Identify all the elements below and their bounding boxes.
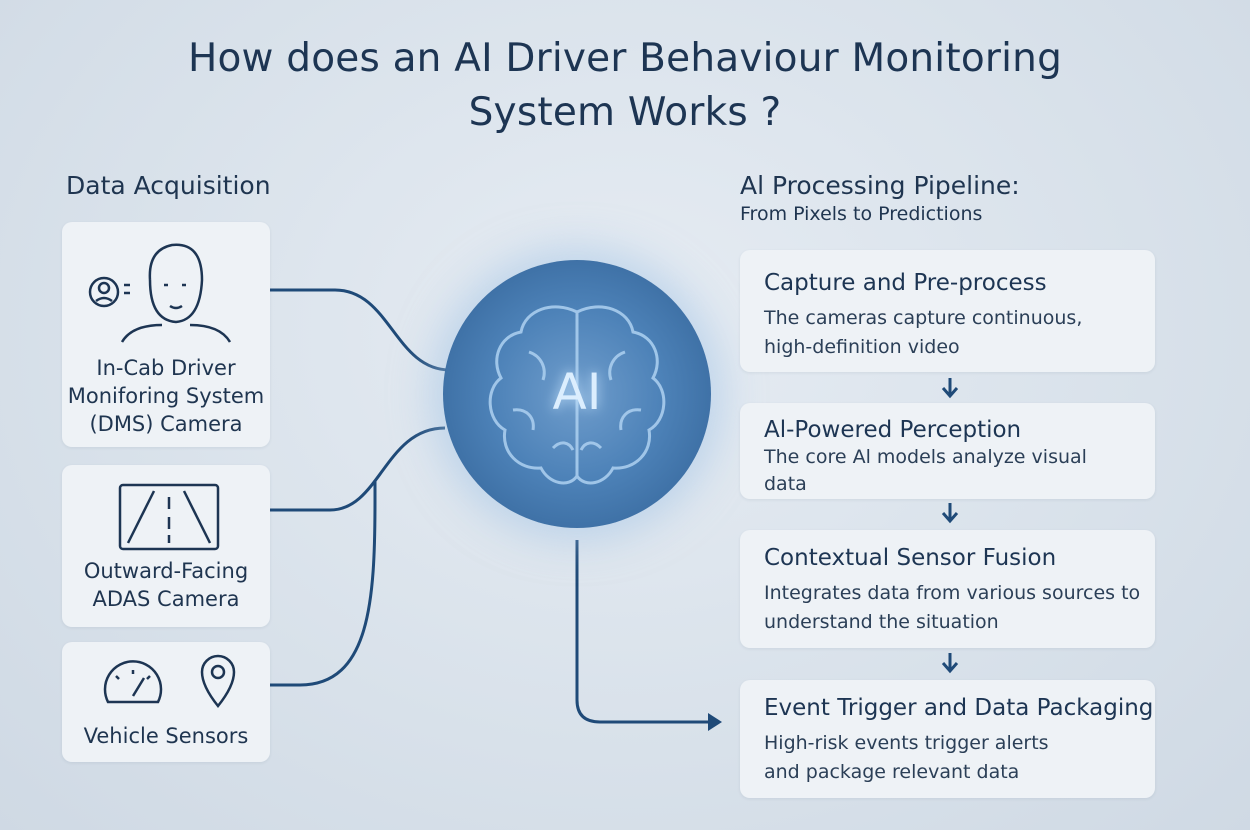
road-camera-icon — [118, 483, 220, 551]
source-label-adas: Outward-Facing ADAS Camera — [83, 559, 249, 611]
source-card-dms: In-Cab Driver Moniforing System (DMS) Ca… — [62, 222, 270, 447]
step-desc-event-trigger: High-risk events trigger alerts and pack… — [764, 732, 1049, 783]
speedometer-location-icon — [103, 654, 236, 709]
pipeline-step-sensor-fusion: Contextual Sensor Fusion Integrates data… — [740, 530, 1155, 648]
step-desc-perception: The core Al models analyze visual data — [764, 446, 1087, 495]
brain-icon — [488, 305, 666, 485]
ai-core-label: AI — [552, 363, 602, 421]
source-label-dms: In-Cab Driver Moniforing System (DMS) Ca… — [67, 356, 265, 436]
connector-dms-to-ai — [270, 288, 451, 372]
driver-face-camera-icon — [88, 243, 232, 343]
pipeline-heading: Al Processing Pipeline: — [740, 171, 1020, 200]
pipeline-arrows — [941, 378, 959, 674]
ai-core-orb: AI — [443, 260, 711, 528]
source-card-adas: Outward-Facing ADAS Camera — [62, 465, 270, 627]
pipeline-step-event-trigger: Event Trigger and Data Packaging High-ri… — [740, 680, 1155, 798]
step-title-event-trigger: Event Trigger and Data Packaging — [764, 695, 1154, 721]
source-card-vehicle-sensors: Vehicle Sensors — [62, 642, 270, 762]
connector-sensors-to-ai — [270, 480, 377, 687]
connector-ai-to-event — [575, 540, 712, 724]
step-title-capture: Capture and Pre-process — [764, 270, 1047, 296]
data-acquisition-heading: Data Acquisition — [66, 171, 271, 200]
step-title-perception: Al-Powered Perception — [764, 417, 1022, 443]
pipeline-subheading: From Pixels to Predictions — [740, 203, 983, 225]
pipeline-step-perception: Al-Powered Perception The core Al models… — [740, 403, 1155, 499]
source-label-vehicle-sensors: Vehicle Sensors — [83, 724, 249, 748]
connector-adas-to-ai — [270, 426, 446, 512]
title-line-2: System Works ? — [468, 90, 782, 135]
step-desc-sensor-fusion: Integrates data from various sources to … — [764, 582, 1141, 633]
step-title-sensor-fusion: Contextual Sensor Fusion — [764, 545, 1057, 571]
pipeline-step-capture: Capture and Pre-process The cameras capt… — [740, 250, 1155, 372]
diagram-title: How does an AI Driver Behaviour Monitori… — [0, 32, 1250, 140]
title-line-1: How does an AI Driver Behaviour Monitori… — [187, 36, 1063, 81]
arrowhead-event — [708, 713, 722, 731]
step-desc-capture: The cameras capture continuous, high-def… — [764, 307, 1083, 358]
